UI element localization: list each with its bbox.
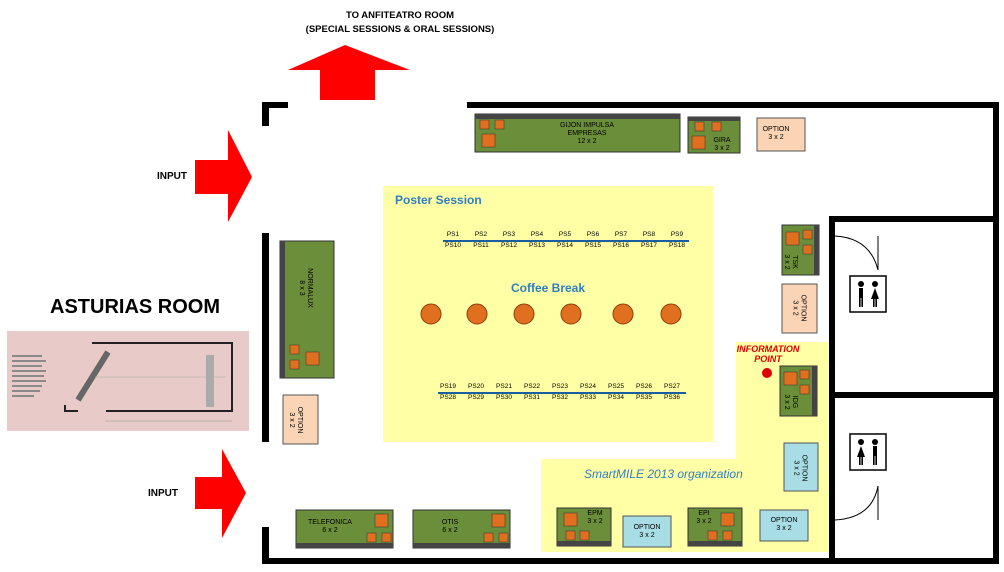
restroom-icon — [849, 275, 887, 313]
stand-tsk — [781, 224, 820, 276]
input-arrow-top-icon — [195, 130, 252, 222]
stand-option-bottom2 — [759, 509, 809, 542]
poster-label: PS11 — [473, 242, 489, 249]
information-point-label: INFORMATION POINT — [736, 344, 800, 364]
poster-label: PS13 — [529, 242, 545, 249]
stand-telefonica — [295, 509, 394, 549]
stand-label-epi: EPI 3 x 2 — [696, 510, 712, 525]
poster-label: PS8 — [642, 231, 656, 238]
restroom-door-2 — [834, 485, 879, 521]
stand-option-top — [756, 117, 806, 152]
poster-label: PS18 — [669, 242, 685, 249]
restroom-door-1 — [834, 235, 879, 271]
stand-option-right2 — [783, 442, 819, 492]
poster-label: PS25 — [608, 383, 624, 390]
input-arrow-bottom-icon — [195, 449, 246, 538]
poster-label: PS24 — [580, 383, 596, 390]
poster-label: PS2 — [474, 231, 488, 238]
coffee-break-title: Coffee Break — [511, 281, 586, 295]
coffee-tables — [420, 303, 682, 325]
up-arrow-icon — [288, 45, 410, 100]
stand-otis — [412, 509, 511, 549]
stand-label-normalux: NORMALUX 8 x 3 — [298, 268, 313, 308]
stand-label-idg: IDG 3 x 2 — [783, 394, 798, 410]
poster-label: PS10 — [445, 242, 461, 249]
poster-label: PS34 — [608, 394, 624, 401]
stand-epi — [687, 507, 743, 547]
poster-label: PS29 — [468, 394, 484, 401]
poster-label: PS28 — [440, 394, 456, 401]
stand-normalux — [279, 240, 335, 379]
thumbnail-floor-plan — [7, 331, 249, 431]
smartmile-zone — [541, 342, 829, 552]
stand-idg — [779, 365, 818, 417]
destination-line2: (SPECIAL SESSIONS & ORAL SESSIONS) — [305, 24, 495, 35]
poster-label: PS26 — [636, 383, 652, 390]
walls — [262, 102, 999, 564]
poster-label: PS35 — [636, 394, 652, 401]
stand-label-option-bottom2: OPTION 3 x 2 — [770, 517, 798, 532]
poster-label: PS17 — [641, 242, 657, 249]
stand-label-option-top: OPTION 3 x 2 — [762, 126, 790, 141]
stand-label-gijon: GIJON IMPULSA EMPRESAS 12 x 2 — [559, 122, 615, 145]
stand-option-right1 — [781, 283, 818, 334]
stand-option-left — [282, 394, 319, 445]
information-point-marker — [762, 368, 772, 378]
poster-label: PS21 — [496, 383, 512, 390]
poster-label: PS32 — [552, 394, 568, 401]
stand-label-option-right2: OPTION 3 x 2 — [792, 454, 808, 482]
poster-label: PS14 — [557, 242, 573, 249]
stand-epm — [556, 507, 612, 547]
poster-label: PS23 — [552, 383, 568, 390]
stand-option-bottom1 — [622, 515, 672, 548]
poster-label: PS30 — [496, 394, 512, 401]
stand-label-otis: OTIS 6 x 2 — [441, 519, 459, 534]
destination-line1: TO ANFITEATRO ROOM — [345, 10, 454, 21]
poster-label: PS7 — [614, 231, 628, 238]
poster-label: PS5 — [558, 231, 572, 238]
poster-label: PS12 — [501, 242, 517, 249]
smartmile-title: SmartMILE 2013 organization — [584, 467, 743, 481]
poster-label: PS19 — [440, 383, 456, 390]
stand-gijon — [474, 113, 681, 153]
poster-label: PS20 — [468, 383, 484, 390]
input-label-top: INPUT — [157, 171, 187, 182]
stand-gira — [687, 116, 741, 154]
poster-boards — [438, 240, 689, 394]
poster-label: PS6 — [586, 231, 600, 238]
poster-label: PS1 — [446, 231, 460, 238]
poster-label: PS33 — [580, 394, 596, 401]
poster-label: PS36 — [664, 394, 680, 401]
poster-label: PS4 — [530, 231, 544, 238]
poster-label: PS31 — [524, 394, 540, 401]
poster-session-title: Poster Session — [395, 193, 482, 207]
restroom-icon — [849, 433, 887, 471]
poster-label: PS3 — [502, 231, 516, 238]
poster-label: PS16 — [613, 242, 629, 249]
stand-label-epm: EPM 3 x 2 — [587, 510, 603, 525]
destination-label: TO ANFITEATRO ROOM (SPECIAL SESSIONS & O… — [250, 9, 550, 37]
poster-label: PS15 — [585, 242, 601, 249]
room-title: ASTURIAS ROOM — [50, 296, 220, 318]
input-label-bottom: INPUT — [148, 488, 178, 499]
stand-label-gira: GIRA 3 x 2 — [713, 137, 731, 152]
poster-label: PS9 — [670, 231, 684, 238]
stand-label-option-bottom1: OPTION 3 x 2 — [633, 524, 661, 539]
stand-label-option-right1: OPTION 3 x 2 — [791, 294, 807, 322]
poster-label: PS27 — [664, 383, 680, 390]
stand-label-telefonica: TELEFONICA 6 x 2 — [308, 519, 352, 534]
stand-label-tsk: TSK 3 x 2 — [783, 254, 798, 270]
poster-label: PS22 — [524, 383, 540, 390]
stand-label-option-left: OPTION 3 x 2 — [288, 406, 303, 434]
